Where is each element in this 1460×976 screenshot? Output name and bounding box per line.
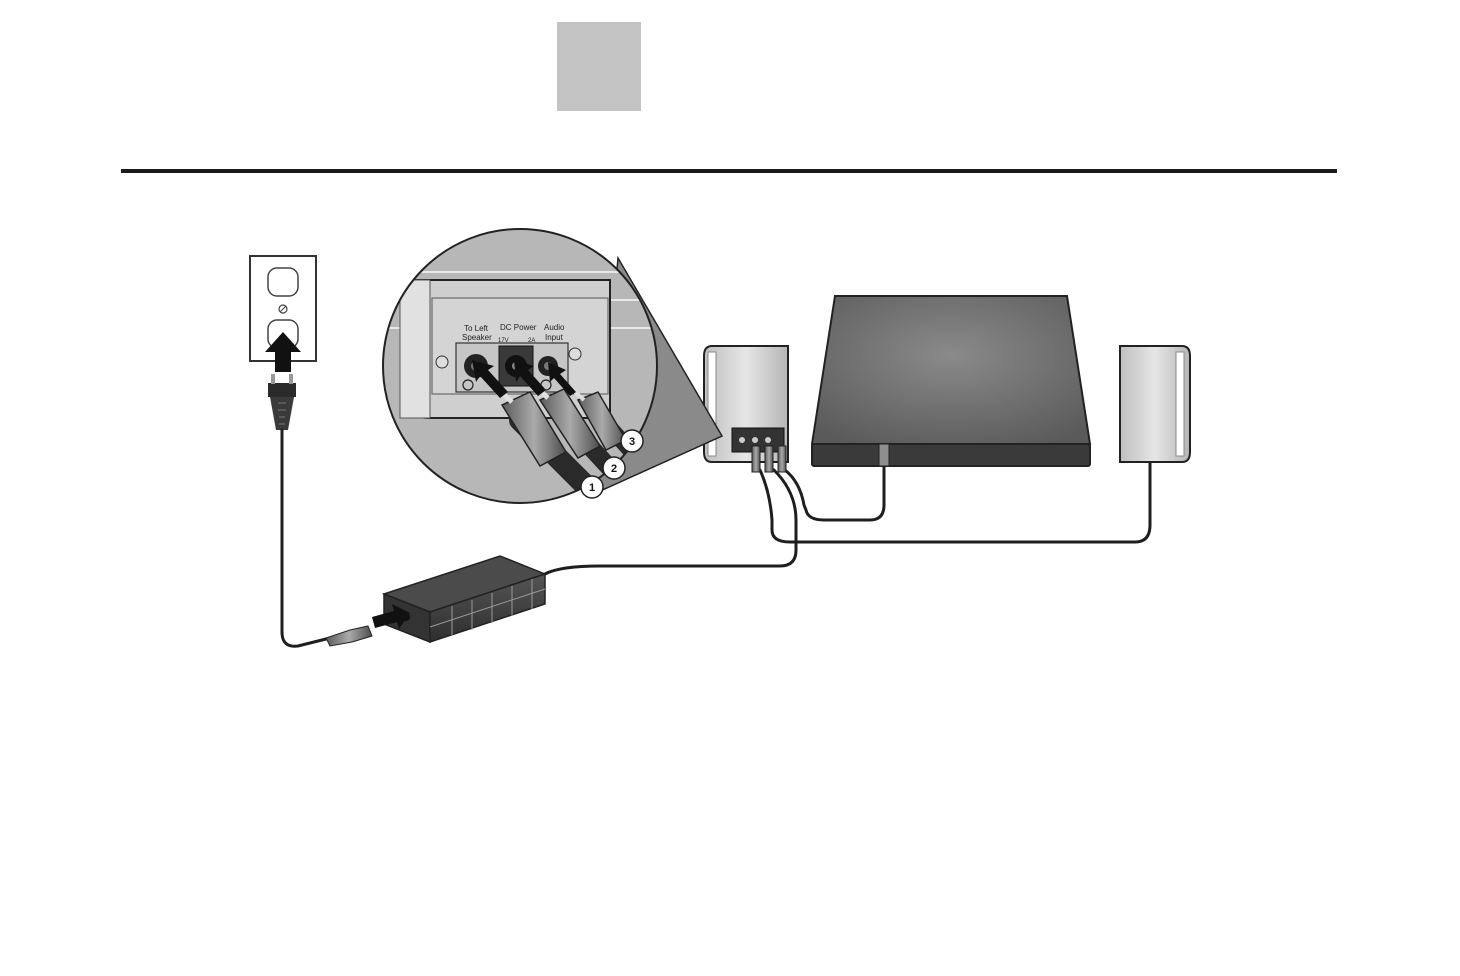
label-audio-input-2: Input [545, 333, 564, 342]
right-speaker [704, 346, 788, 462]
adapter-plug [326, 626, 372, 646]
label-audio-input-1: Audio [544, 323, 565, 332]
label-to-left-speaker-2: Speaker [462, 333, 492, 342]
label-dc-rating-left: 17V [498, 338, 509, 344]
callout-1: 1 [589, 482, 595, 494]
wall-plug [268, 374, 296, 430]
left-speaker [1120, 346, 1190, 462]
label-dc-power: DC Power [500, 323, 537, 332]
label-to-left-speaker-1: To Left [464, 324, 489, 333]
callout-3: 3 [629, 436, 635, 448]
laptop [812, 296, 1090, 466]
power-adapter [384, 556, 545, 642]
callout-2: 2 [611, 463, 617, 475]
label-dc-rating-right: 2A [528, 338, 535, 344]
speaker-plugs [752, 446, 786, 472]
